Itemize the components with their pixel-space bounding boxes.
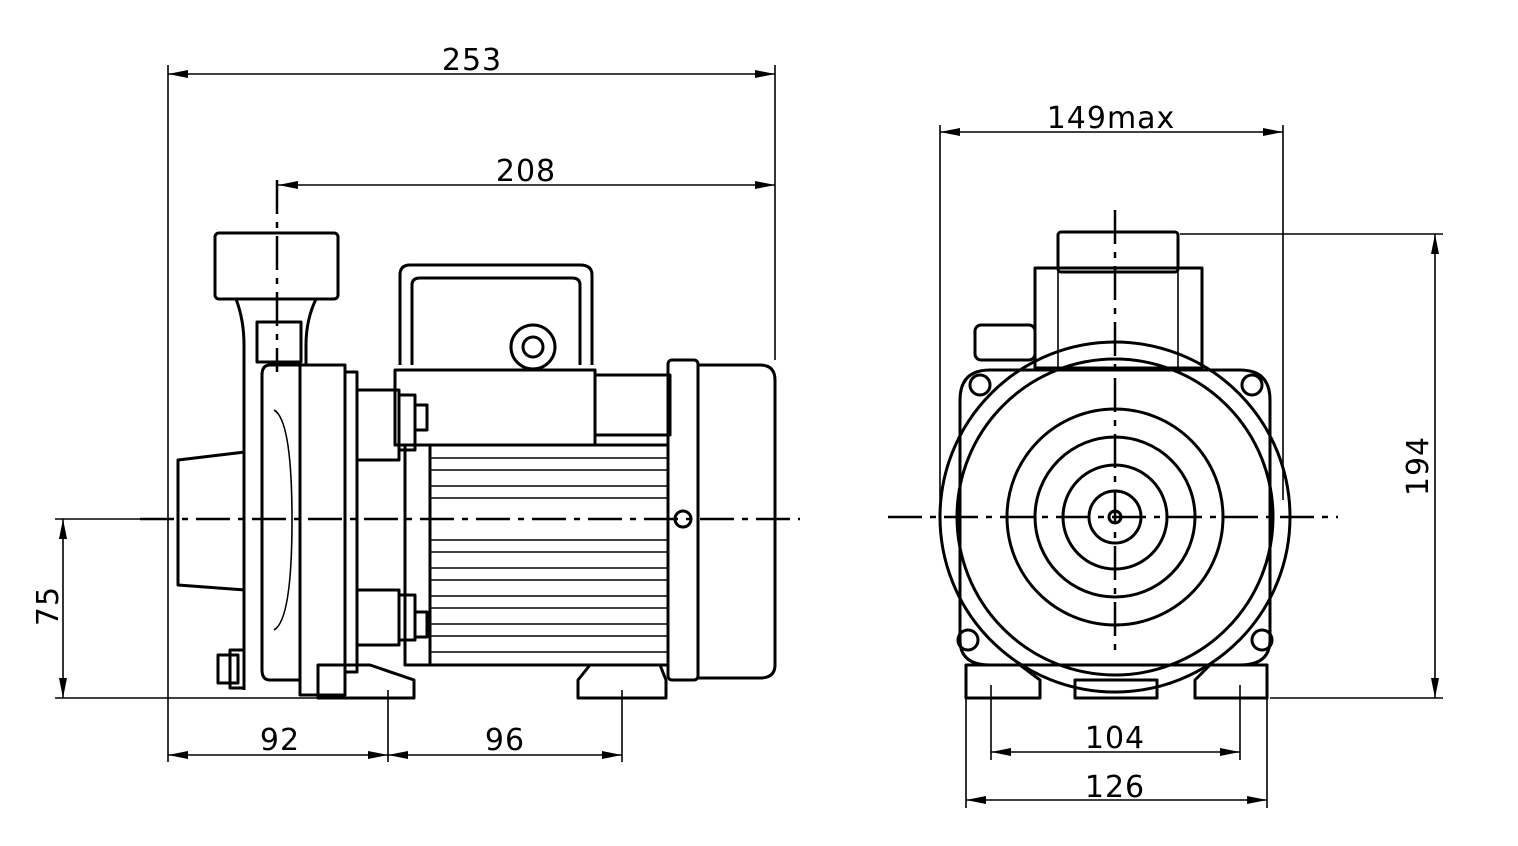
dim-overall-length: 253: [442, 43, 502, 78]
side-view-dimensions: 253 208 75 92 96: [31, 43, 776, 762]
dim-inlet-to-foot: 92: [260, 723, 300, 758]
dim-max-width: 149max: [1047, 101, 1176, 136]
motor-fins: [430, 457, 668, 653]
dim-center-height: 75: [31, 586, 66, 626]
dim-foot-hole-spacing: 104: [1085, 721, 1145, 756]
side-view: [140, 180, 800, 700]
end-view-dimensions: 149max 194 104 126: [939, 101, 1443, 808]
dim-foot-spacing: 96: [485, 723, 525, 758]
dim-foot-width: 126: [1085, 770, 1145, 805]
dim-overall-height: 194: [1401, 436, 1436, 496]
end-view: [888, 210, 1338, 700]
dim-outlet-to-end: 208: [496, 154, 556, 189]
